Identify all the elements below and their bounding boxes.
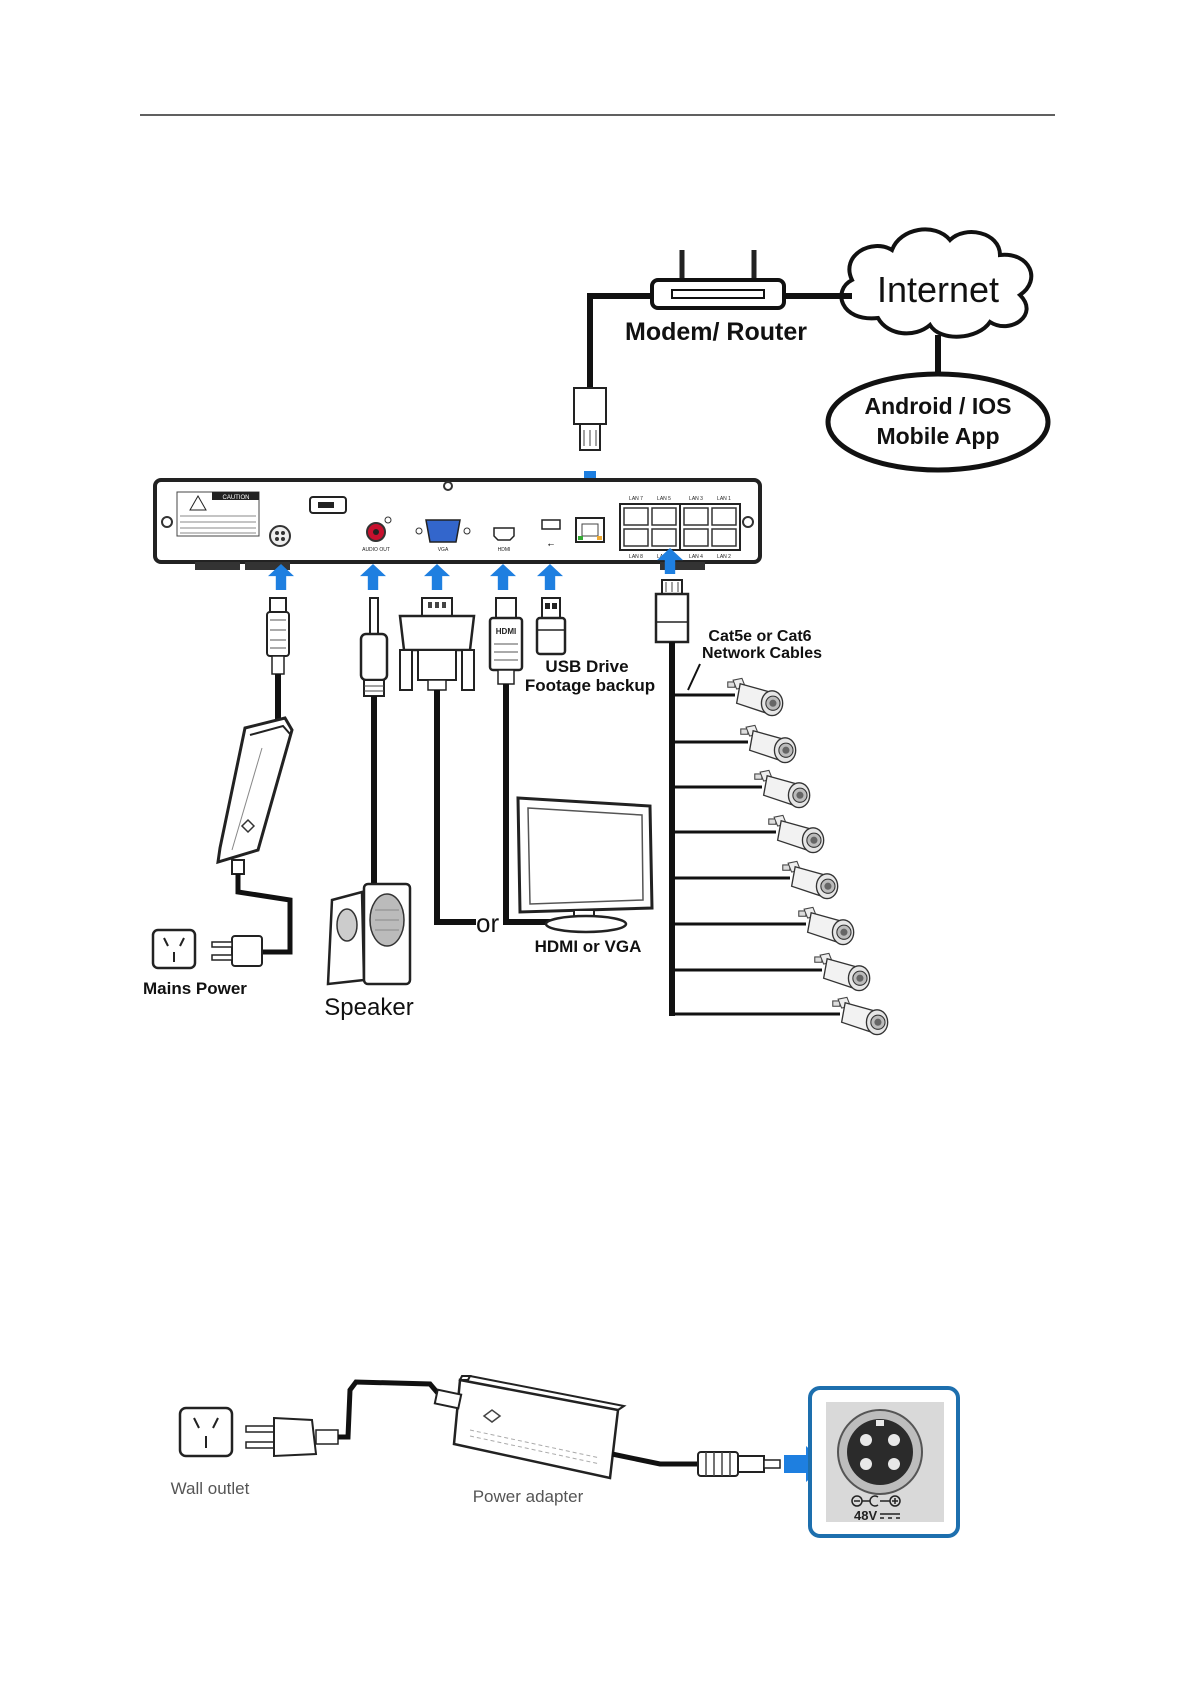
voltage-label: 48V xyxy=(854,1508,877,1523)
wall-outlet-icon xyxy=(180,1408,232,1456)
hdmi-text: HDMI xyxy=(498,547,511,553)
svg-text:⭠: ⭠ xyxy=(548,540,555,549)
din-power-icon xyxy=(270,526,290,546)
speaker-label: Speaker xyxy=(324,994,413,1021)
or-label: or xyxy=(476,908,499,938)
power-plug xyxy=(267,598,289,674)
lan-top-0: LAN 7 xyxy=(629,496,643,502)
arrow-usb xyxy=(537,564,563,590)
lan-bottom-0: LAN 8 xyxy=(629,554,643,560)
caution-label: CAUTION xyxy=(177,492,259,536)
cables-label-line1: Cat5e or Cat6 xyxy=(708,628,811,645)
din-power-icon-closeup: 48V xyxy=(810,1388,958,1536)
mains-plug xyxy=(212,936,262,966)
arrow-hdmi xyxy=(490,564,516,590)
vga-text: VGA xyxy=(438,547,449,553)
router-icon xyxy=(652,250,784,308)
bullet-camera-icon-8 xyxy=(833,997,888,1034)
bullet-camera-icon-4 xyxy=(769,815,824,852)
hdmi-plug: HDMI xyxy=(490,598,522,684)
bullet-camera-icon-1 xyxy=(728,678,783,715)
bullet-camera-icon-3 xyxy=(755,770,810,807)
dc-plug xyxy=(698,1452,780,1476)
mains-label: Mains Power xyxy=(143,979,247,998)
usb-port xyxy=(542,520,560,529)
bullet-camera-icon-2 xyxy=(741,725,796,762)
monitor-label: HDMI or VGA xyxy=(535,937,642,956)
arrow-vga xyxy=(424,564,450,590)
app-label-line1: Android / IOS xyxy=(865,393,1012,419)
lan-top-1: LAN 5 xyxy=(657,496,671,502)
speaker-icon xyxy=(328,884,410,984)
arrow-audio xyxy=(360,564,386,590)
lan-bottom-3: LAN 2 xyxy=(717,554,731,560)
audio-out-text: AUDIO OUT xyxy=(362,547,390,553)
monitor-icon xyxy=(518,798,652,932)
usb-drive-icon xyxy=(537,598,565,654)
power-adapter-icon xyxy=(218,718,292,874)
internet-label: Internet xyxy=(877,269,999,310)
app-label-line2: Mobile App xyxy=(876,423,999,449)
bullet-camera-icon-5 xyxy=(783,861,838,898)
poe-port-block: LAN 7 LAN 5 LAN 3 LAN 1 LAN 8 LAN 6 LAN … xyxy=(620,496,740,560)
adapter-input-cable xyxy=(338,1382,442,1437)
internet-cloud: Internet xyxy=(841,229,1031,336)
vga-plug xyxy=(400,598,474,690)
caution-text: CAUTION xyxy=(223,495,250,501)
bullet-camera-icon-7 xyxy=(815,953,870,990)
mobile-app-bubble: Android / IOS Mobile App xyxy=(828,374,1048,470)
hdmi-plug-text: HDMI xyxy=(496,627,516,636)
vga-cable xyxy=(437,690,476,922)
power-adapter-label: Power adapter xyxy=(473,1487,584,1506)
lan-bottom-2: LAN 4 xyxy=(689,554,703,560)
rj45-plug-poe xyxy=(656,580,688,642)
rj45-plug-router xyxy=(574,388,606,450)
vga-port xyxy=(426,520,460,542)
mains-outlet-icon xyxy=(153,930,195,968)
router-label: Modem/ Router xyxy=(625,318,807,346)
lan-top-3: LAN 1 xyxy=(717,496,731,502)
hdmi-port xyxy=(494,528,514,540)
usb-label-line1: USB Drive xyxy=(545,657,628,676)
usb-label-line2: Footage backup xyxy=(525,676,655,695)
cables-label-line2: Network Cables xyxy=(702,645,822,662)
power-adapter-box xyxy=(435,1376,624,1478)
lan-top-2: LAN 3 xyxy=(689,496,703,502)
wall-outlet-label: Wall outlet xyxy=(171,1479,250,1498)
adapter-output-cable xyxy=(612,1454,698,1464)
bullet-camera-icon-6 xyxy=(799,907,854,944)
audio-plug xyxy=(361,598,387,696)
cables-pointer xyxy=(688,664,700,690)
wall-plug xyxy=(246,1418,338,1456)
